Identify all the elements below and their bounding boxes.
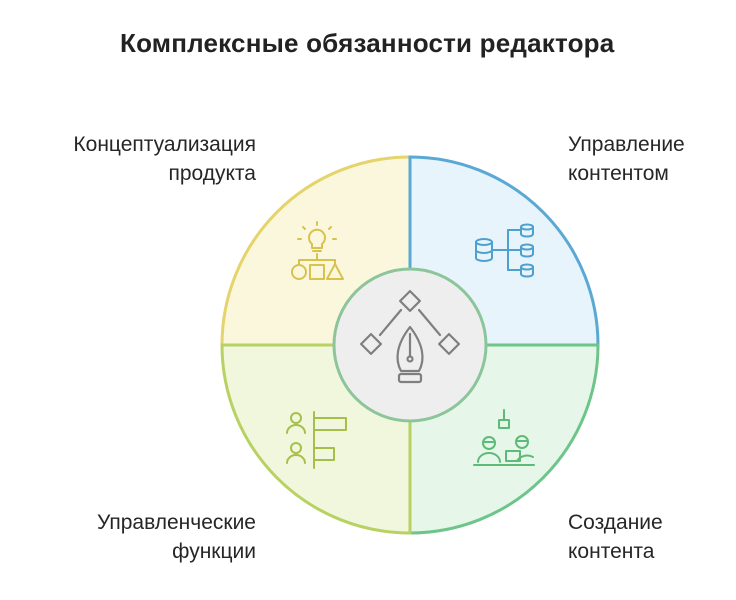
label-content-management: Управление контентом xyxy=(568,133,685,185)
database-hierarchy-icon xyxy=(475,223,534,278)
label-managerial-functions: Управленческие функции xyxy=(96,511,256,563)
pen-tool-icon xyxy=(360,290,460,384)
idea-shapes-icon xyxy=(291,221,344,280)
team-roles-icon xyxy=(286,411,347,469)
people-at-laptop-icon xyxy=(473,409,535,466)
diagram-title: Комплексные обязанности редактора xyxy=(120,28,615,58)
label-product-conceptualization: Концептуализация продукта xyxy=(73,133,256,185)
label-content-creation: Создание контента xyxy=(568,511,663,563)
